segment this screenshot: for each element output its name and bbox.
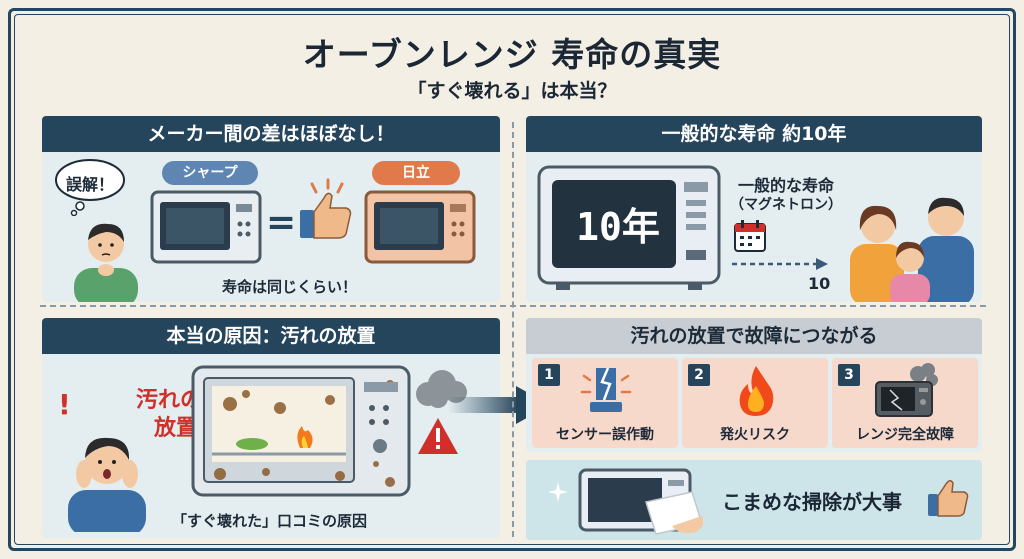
- microwave-sharp-icon: [150, 190, 262, 264]
- cause-caption: 「すぐ壊れた」口コミの原因: [172, 512, 368, 530]
- failure-card-2: 2 発火リスク: [682, 358, 828, 448]
- dirt-label-line2: 放置: [154, 416, 199, 441]
- failure-panel: 汚れの放置で故障につながる 1 センサー誤作動 2 発火リスク 3 レンジ完全故…: [526, 318, 982, 452]
- smoke-icon: [416, 370, 467, 408]
- lifespan-display: 10年: [576, 205, 660, 249]
- brand-tag-sharp: シャープ: [162, 161, 258, 185]
- tip-thumbs-up-icon: [928, 480, 969, 517]
- failure-card-1: 1 センサー誤作動: [532, 358, 678, 448]
- horizontal-divider: [40, 305, 986, 307]
- lifespan-panel-heading: 一般的な寿命 約10年: [526, 116, 982, 152]
- vertical-divider: [512, 122, 514, 537]
- cause-panel-heading: 本当の原因：汚れの放置: [42, 318, 500, 354]
- brand-tag-hitachi: 日立: [372, 161, 460, 185]
- failure-label-3: レンジ完全故障: [856, 427, 954, 443]
- broken-sensor-icon: [580, 367, 632, 412]
- failure-number-1: 1: [538, 364, 560, 386]
- timeline-arrow: [732, 258, 828, 270]
- cause-panel: 本当の原因：汚れの放置 ! 汚れの 放置: [42, 318, 500, 538]
- timeline-end-label: 10: [808, 274, 831, 293]
- sparkle-icon: [548, 482, 568, 502]
- lifespan-label-line2: （マグネトロン）: [730, 197, 842, 213]
- page-subtitle: 「すぐ壊れる」は本当？: [407, 80, 617, 102]
- maker-panel-heading: メーカー間の差はほぼなし！: [42, 116, 500, 152]
- outer-frame: [8, 8, 1016, 551]
- inner-frame: [14, 14, 1010, 545]
- failure-number-2: 2: [688, 364, 710, 386]
- dirt-label-line1: 汚れの: [136, 388, 203, 413]
- exclamation-icon: !: [58, 388, 71, 421]
- tip-text: こまめな掃除が大事: [722, 490, 902, 514]
- tip-panel: こまめな掃除が大事: [526, 460, 982, 540]
- warning-icon: [418, 418, 458, 454]
- failure-panel-heading: 汚れの放置で故障につながる: [526, 318, 982, 354]
- failure-label-2: 発火リスク: [720, 427, 790, 443]
- equals-sign: =: [266, 202, 297, 243]
- thinking-person-icon: [74, 223, 138, 302]
- maker-caption: 寿命は同じくらい！: [222, 278, 358, 296]
- maker-panel: メーカー間の差はほぼなし！ 誤解！ シャープ 日立 =: [42, 116, 500, 302]
- lifespan-panel: 一般的な寿命 約10年 10年 一般的な寿命 （マグネトロン） 10: [526, 116, 982, 302]
- broken-microwave-icon: [875, 363, 938, 417]
- cleaning-microwave-icon: [578, 468, 704, 535]
- thought-bubble-icon: [55, 159, 125, 216]
- calendar-icon: [734, 220, 766, 252]
- bubble-text: 誤解！: [65, 175, 114, 194]
- failure-label-1: センサー誤作動: [556, 427, 654, 443]
- thumbs-up-icon: [300, 178, 352, 239]
- worried-person-icon: [68, 437, 146, 532]
- failure-number-3: 3: [838, 364, 860, 386]
- family-icon: [850, 197, 974, 302]
- dirty-microwave-icon: [191, 365, 411, 497]
- fire-icon: [739, 366, 774, 416]
- page-title: オーブンレンジ 寿命の真実: [302, 35, 722, 74]
- failure-card-3: 3 レンジ完全故障: [832, 358, 978, 448]
- microwave-hitachi-icon: [364, 190, 476, 264]
- lifespan-label-line1: 一般的な寿命: [738, 176, 835, 195]
- microwave-large-icon: [537, 165, 721, 290]
